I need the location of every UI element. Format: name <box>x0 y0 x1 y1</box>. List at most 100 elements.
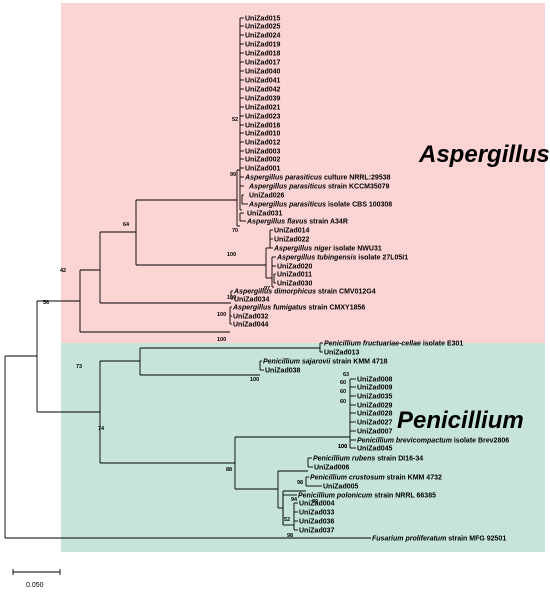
leaf-name: UniZad035 <box>357 394 393 401</box>
leaf-name: UniZad008 <box>357 377 393 384</box>
leaf-label: Aspergillus dimorphicus strain CMV012G4 <box>233 289 376 296</box>
leaf-label: Aspergillus fumigatus strain CMXY1856 <box>232 305 365 312</box>
leaf-name: Fusarium proliferatum <box>372 536 446 543</box>
leaf-name: UniZad018 <box>245 51 281 58</box>
bootstrap-value: 100 <box>217 312 226 318</box>
leaf-label: UniZad041 <box>245 78 281 85</box>
leaf-label: UniZad016 <box>245 123 281 130</box>
bootstrap-value: 60 <box>340 399 346 405</box>
leaf-label: UniZad028 <box>357 411 393 418</box>
leaf-label: UniZad037 <box>299 528 335 535</box>
leaf-name: Aspergillus parasiticus <box>248 202 326 209</box>
leaf-label: UniZad045 <box>357 446 393 453</box>
leaf-label: UniZad005 <box>323 484 359 491</box>
leaf-label: UniZad027 <box>357 420 393 427</box>
leaf-suffix: isolate E301 <box>421 341 464 348</box>
leaf-name: Penicillium rubens <box>313 456 375 463</box>
leaf-label: UniZad009 <box>357 385 393 392</box>
leaf-name: UniZad037 <box>299 528 335 535</box>
bootstrap-value: 64 <box>123 222 130 228</box>
leaf-label: UniZad001 <box>245 166 281 173</box>
leaf-label: Penicillium fructuariae-cellae isolate E… <box>324 341 463 348</box>
leaf-name: UniZad019 <box>245 42 281 49</box>
leaf-name: UniZad010 <box>245 131 281 138</box>
leaf-label: UniZad017 <box>245 60 281 67</box>
leaf-name: UniZad026 <box>249 193 285 200</box>
leaf-suffix: strain CMV012G4 <box>316 289 376 296</box>
bootstrap-labels: 5299706442561001009710010073100100746360… <box>43 117 349 539</box>
leaf-name: UniZad015 <box>245 16 281 23</box>
leaf-name: UniZad042 <box>245 87 281 94</box>
leaf-name: UniZad014 <box>274 228 310 235</box>
leaf-name: UniZad016 <box>245 123 281 130</box>
leaf-name: UniZad022 <box>274 237 310 244</box>
bootstrap-value: 100 <box>338 444 347 450</box>
leaf-suffix: strain KMM 4732 <box>385 475 442 482</box>
leaf-label: Penicillium sajarovii strain KMM 4718 <box>263 359 388 366</box>
leaf-name: UniZad012 <box>245 140 281 147</box>
leaf-name: UniZad038 <box>265 368 301 375</box>
bootstrap-value: 100 <box>217 337 226 343</box>
leaf-name: UniZad029 <box>357 403 393 410</box>
leaf-name: UniZad041 <box>245 78 281 85</box>
bootstrap-value: 98 <box>287 533 293 539</box>
leaf-label: UniZad020 <box>277 264 313 271</box>
leaf-name: UniZad020 <box>277 264 313 271</box>
leaf-label: UniZad011 <box>277 272 312 279</box>
leaf-label: Aspergillus niger isolate NWU31 <box>273 246 382 253</box>
bootstrap-value: 70 <box>232 228 238 234</box>
leaf-label: Penicillium rubens strain DI16-34 <box>313 456 423 463</box>
leaf-name: UniZad034 <box>234 297 270 304</box>
bootstrap-value: 60 <box>340 380 346 386</box>
leaf-name: UniZad001 <box>245 166 281 173</box>
leaf-label: UniZad026 <box>249 193 285 200</box>
bootstrap-value: 52 <box>232 117 238 123</box>
leaf-name: Aspergillus flavus <box>246 219 307 226</box>
leaf-name: UniZad002 <box>245 157 281 164</box>
leaf-name: UniZad027 <box>357 420 393 427</box>
leaf-name: Aspergillus tubingensis <box>276 255 356 262</box>
leaf-label: UniZad025 <box>245 24 281 31</box>
bootstrap-value: 100 <box>250 377 259 383</box>
leaf-name: Penicillium brevicompactum <box>357 438 452 445</box>
leaf-suffix: strain A34R <box>307 219 348 226</box>
leaf-name: Penicillium fructuariae-cellae <box>324 341 421 348</box>
leaf-name: UniZad009 <box>357 385 393 392</box>
leaf-label: Aspergillus parasiticus culture NRRL:295… <box>244 175 391 182</box>
leaf-name: Penicillium crustosum <box>310 475 385 482</box>
leaf-label: Aspergillus tubingensis isolate 27L05I1 <box>276 255 408 262</box>
leaf-name: UniZad045 <box>357 446 393 453</box>
leaf-suffix: strain NRRL 66385 <box>372 493 436 500</box>
leaf-name: UniZad021 <box>245 105 281 112</box>
leaf-label: UniZad019 <box>245 42 281 49</box>
leaf-name: UniZad044 <box>233 322 269 329</box>
leaf-name: Aspergillus parasiticus <box>248 184 326 191</box>
scale-bar-label: 0.050 <box>26 582 44 589</box>
leaf-label: UniZad004 <box>299 501 335 508</box>
leaf-label: UniZad030 <box>277 281 313 288</box>
leaf-name: UniZad007 <box>357 429 393 436</box>
bootstrap-value: 99 <box>312 499 318 505</box>
leaf-suffix: isolate Brev2806 <box>452 438 509 445</box>
leaf-name: UniZad032 <box>233 314 269 321</box>
leaf-label: UniZad034 <box>234 297 270 304</box>
leaf-label: UniZad012 <box>245 140 281 147</box>
leaf-label: UniZad039 <box>245 96 281 103</box>
bootstrap-value: 99 <box>230 172 236 178</box>
leaf-label: UniZad018 <box>245 51 281 58</box>
bootstrap-value: 52 <box>284 517 290 523</box>
bootstrap-value: 42 <box>60 268 66 274</box>
leaf-name: Aspergillus fumigatus <box>232 305 307 312</box>
leaf-name: Penicillium sajarovii <box>263 359 331 366</box>
bootstrap-value: 98 <box>297 480 303 486</box>
bootstrap-value: 74 <box>98 426 105 432</box>
leaf-suffix: strain MFG 92501 <box>446 536 506 543</box>
bootstrap-value: 56 <box>43 300 49 306</box>
leaf-name: UniZad023 <box>245 114 281 121</box>
leaf-label: UniZad006 <box>314 465 350 472</box>
penicillium-clade-label: Penicillium <box>397 407 524 434</box>
bootstrap-value: 100 <box>227 295 236 301</box>
tree-branches <box>4 17 371 539</box>
leaf-name: Aspergillus niger <box>273 246 332 253</box>
